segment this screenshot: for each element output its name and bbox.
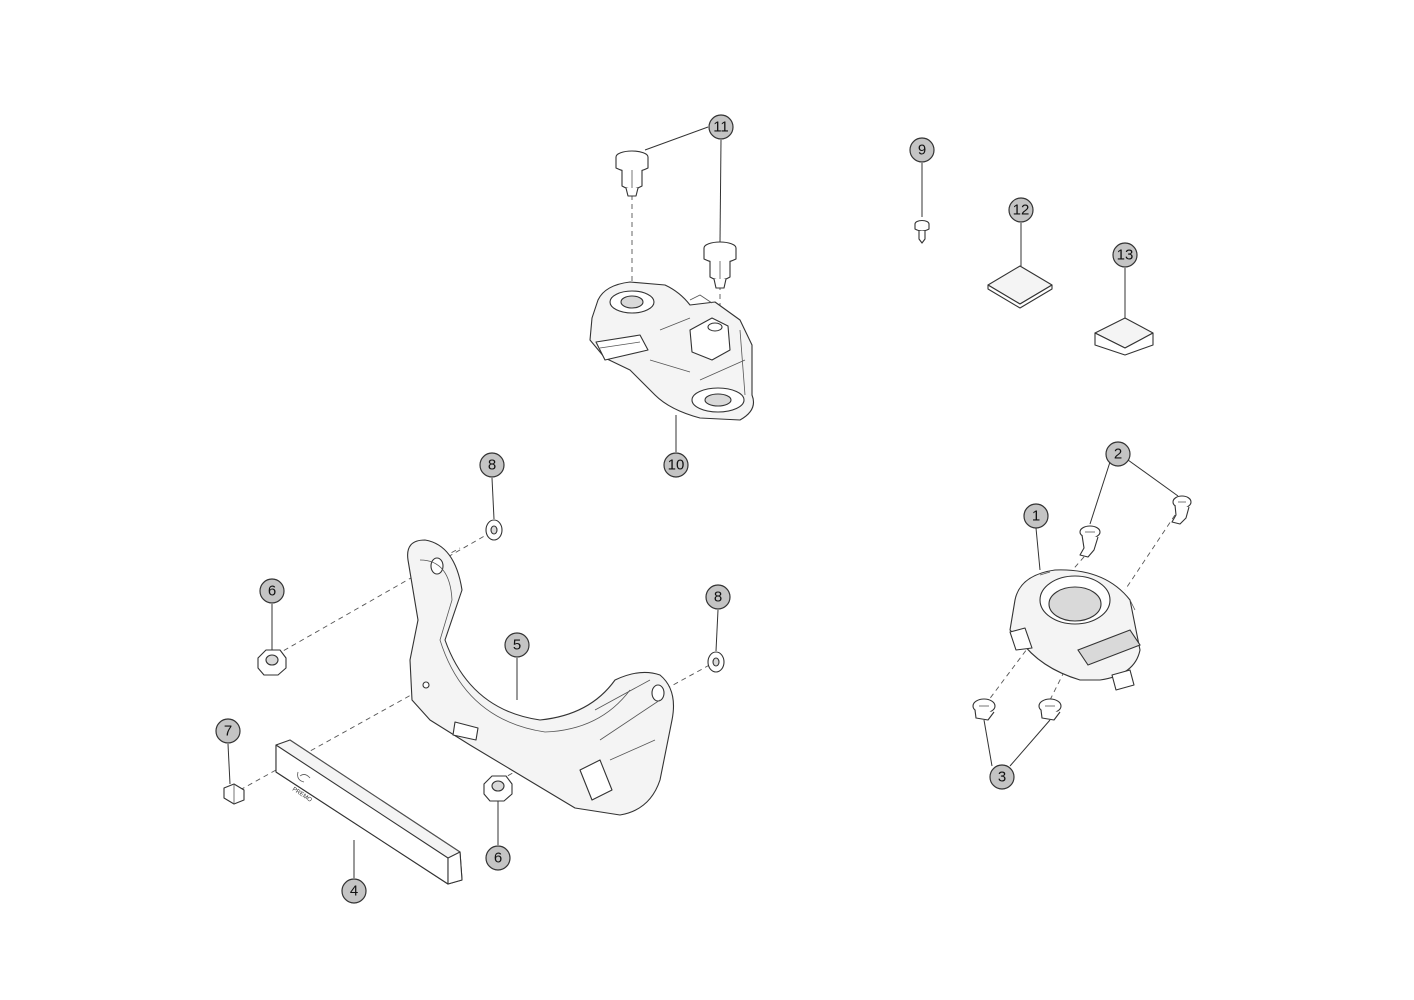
push-clip-upper [615, 150, 649, 197]
callout-8-lower: 8 [705, 584, 731, 610]
screw-upper-left [1079, 525, 1101, 558]
callout-12: 12 [1008, 197, 1034, 223]
washer-upper [485, 519, 503, 541]
callout-label: 9 [918, 142, 926, 159]
callout-label: 13 [1117, 247, 1134, 264]
callout-label: 6 [494, 850, 502, 867]
small-screw [914, 219, 930, 244]
callout-3: 3 [989, 764, 1015, 790]
screw-upper-right [1171, 495, 1192, 525]
adhesive-pad-13 [1094, 317, 1154, 356]
callout-2: 2 [1105, 441, 1131, 467]
curved-bracket [407, 539, 675, 816]
callout-label: 8 [488, 457, 496, 474]
callout-label: 12 [1013, 202, 1030, 219]
callout-label: 10 [668, 457, 685, 474]
screw-lower-right [1038, 698, 1062, 721]
callout-label: 7 [224, 723, 232, 740]
nut-center [483, 775, 513, 802]
callout-11: 11 [708, 114, 734, 140]
bolt [223, 783, 245, 805]
callout-4: 4 [341, 878, 367, 904]
adhesive-pad-12 [987, 265, 1053, 309]
callout-6-center: 6 [485, 845, 511, 871]
ring-antenna-module [1009, 569, 1141, 691]
callout-label: 5 [513, 637, 521, 654]
callout-13: 13 [1112, 242, 1138, 268]
washer-lower [707, 651, 725, 673]
callout-9: 9 [909, 137, 935, 163]
callout-1: 1 [1023, 503, 1049, 529]
callout-label: 4 [350, 883, 358, 900]
callout-10: 10 [663, 452, 689, 478]
mounting-bracket [589, 281, 755, 421]
screw-lower-left [972, 698, 996, 721]
callout-label: 6 [268, 583, 276, 600]
callout-label: 3 [998, 769, 1006, 786]
nut-left [257, 649, 287, 676]
callout-6-left: 6 [259, 578, 285, 604]
callout-5: 5 [504, 632, 530, 658]
callout-7: 7 [215, 718, 241, 744]
callout-8-upper: 8 [479, 452, 505, 478]
callout-label: 1 [1032, 508, 1040, 525]
callout-label: 8 [714, 589, 722, 606]
callout-label: 11 [713, 119, 729, 136]
leader-lines [227, 126, 1179, 878]
callout-label: 2 [1114, 446, 1122, 463]
battery-module: PREMO [275, 739, 463, 885]
push-clip-lower [703, 241, 737, 289]
